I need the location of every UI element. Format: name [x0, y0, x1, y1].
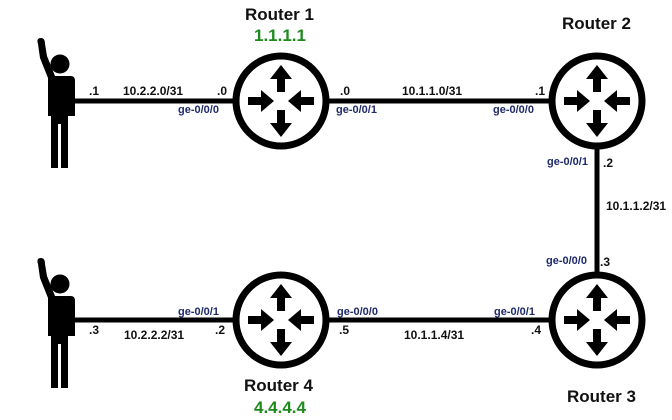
person-icon — [37, 38, 75, 168]
router3-interface-label: ge-0/0/1 — [494, 306, 535, 318]
router4-interface-label: ge-0/0/1 — [178, 306, 219, 318]
router3-interface-label: ge-0/0/0 — [546, 255, 587, 267]
router-icon — [236, 56, 326, 146]
subnet-label: 10.1.1.2/31 — [606, 199, 667, 213]
router1-id: 1.1.1.1 — [254, 26, 306, 45]
router3-name: Router 3 — [567, 387, 636, 406]
router2-name: Router 2 — [562, 14, 631, 33]
router1-host-side-suffix: .0 — [217, 84, 228, 98]
router2-r3-side-suffix: .2 — [603, 156, 614, 170]
router2-interface-label: ge-0/0/1 — [547, 156, 588, 168]
router4-id: 4.4.4.4 — [254, 398, 306, 417]
router2-interface-label: ge-0/0/0 — [493, 104, 534, 116]
subnet-label: 10.1.1.4/31 — [404, 328, 465, 342]
router4-r3-side-suffix: .5 — [339, 323, 350, 337]
router-icon — [552, 275, 642, 365]
router3-r2-side-suffix: .3 — [600, 255, 611, 269]
router-icon — [236, 275, 326, 365]
router4-host-side-suffix: .2 — [215, 323, 226, 337]
router3-r4-side-suffix: .4 — [531, 323, 542, 337]
subnet-label: 10.1.1.0/31 — [402, 84, 463, 98]
subnet-label: 10.2.2.0/31 — [123, 84, 184, 98]
router1-name: Router 1 — [245, 5, 314, 24]
subnet-label: 10.2.2.2/31 — [124, 328, 185, 342]
router1-r2-side-suffix: .0 — [340, 84, 351, 98]
router1-interface-label: ge-0/0/1 — [336, 104, 377, 116]
router2-r1-side-suffix: .1 — [535, 84, 546, 98]
router4-name: Router 4 — [244, 376, 313, 395]
host1-ip-suffix: .1 — [89, 84, 100, 98]
router4-interface-label: ge-0/0/0 — [337, 306, 378, 318]
router-icon — [552, 56, 642, 146]
person-icon — [37, 258, 75, 388]
router1-interface-label: ge-0/0/0 — [178, 104, 219, 116]
host2-ip-suffix: .3 — [89, 323, 100, 337]
links — [75, 98, 600, 323]
